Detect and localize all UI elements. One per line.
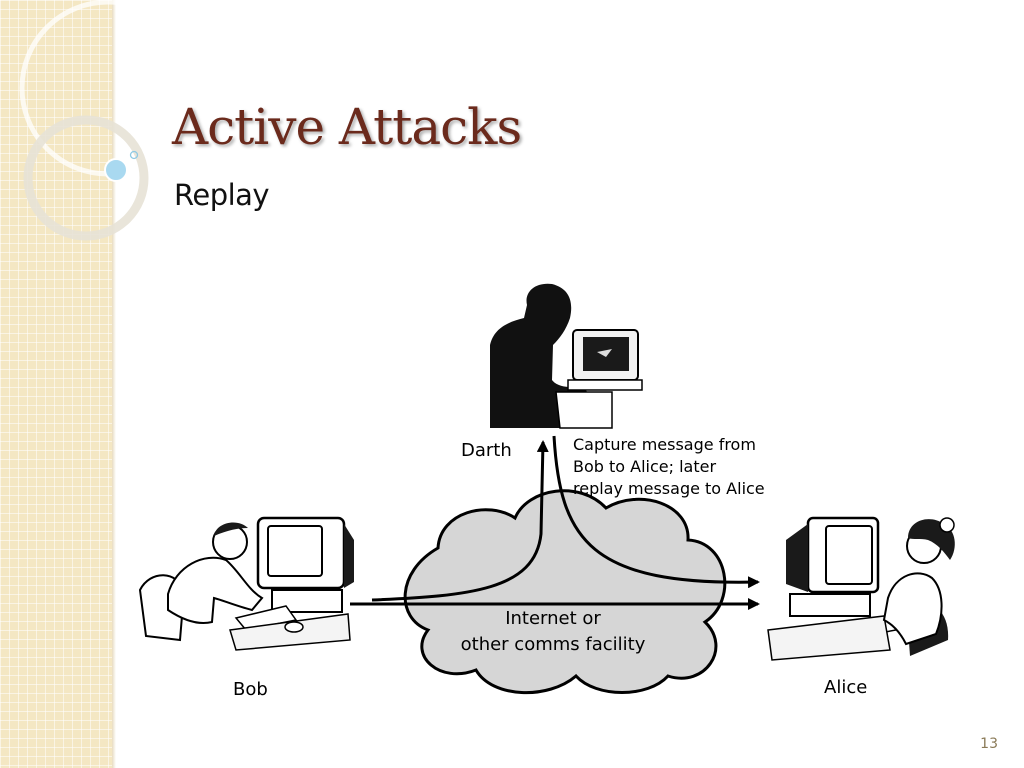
bob-mouse [284, 621, 304, 633]
bob-screen [267, 525, 323, 577]
caption-line-3: replay message to Alice [573, 479, 765, 498]
bob-monitor-side [344, 524, 354, 588]
alice-hair-bun [939, 517, 955, 533]
alice-desk [767, 615, 891, 661]
alice-figure [767, 516, 955, 661]
alice-cpu [789, 593, 871, 617]
deco-ring-small [23, 115, 149, 241]
replay-arrow [552, 435, 760, 589]
capture-arrow [371, 440, 549, 602]
decorative-circles [19, 0, 197, 241]
caption-line-1: Capture message from [573, 435, 756, 454]
bob-keyboard [234, 605, 298, 631]
bob-body [167, 556, 264, 624]
bob-figure [138, 516, 354, 651]
darth-monitor-base [567, 379, 643, 391]
deco-dot [129, 150, 139, 160]
caption-line-2: Bob to Alice; later [573, 457, 716, 476]
darth-screen-glyph [597, 349, 612, 357]
darth-desk [555, 391, 613, 429]
alice-monitor-side [786, 524, 808, 592]
alice-screen [825, 525, 873, 585]
bob-cpu [271, 589, 343, 613]
sidebar-edge [112, 0, 116, 768]
slide-subtitle: Replay [174, 178, 270, 212]
alice-label: Alice [824, 677, 867, 698]
darth-label: Darth [461, 440, 512, 461]
bob-hair [214, 522, 248, 536]
network-label-line-1: Internet or [505, 608, 601, 629]
network-cloud [403, 489, 727, 694]
page-number: 13 [980, 736, 998, 752]
deco-bubble [104, 158, 128, 182]
network-label-line-2: other comms facility [461, 634, 646, 655]
bob-label: Bob [233, 679, 268, 700]
darth-figure [490, 283, 643, 429]
alice-body [882, 572, 943, 646]
slide-title: Active Attacks [172, 98, 522, 156]
